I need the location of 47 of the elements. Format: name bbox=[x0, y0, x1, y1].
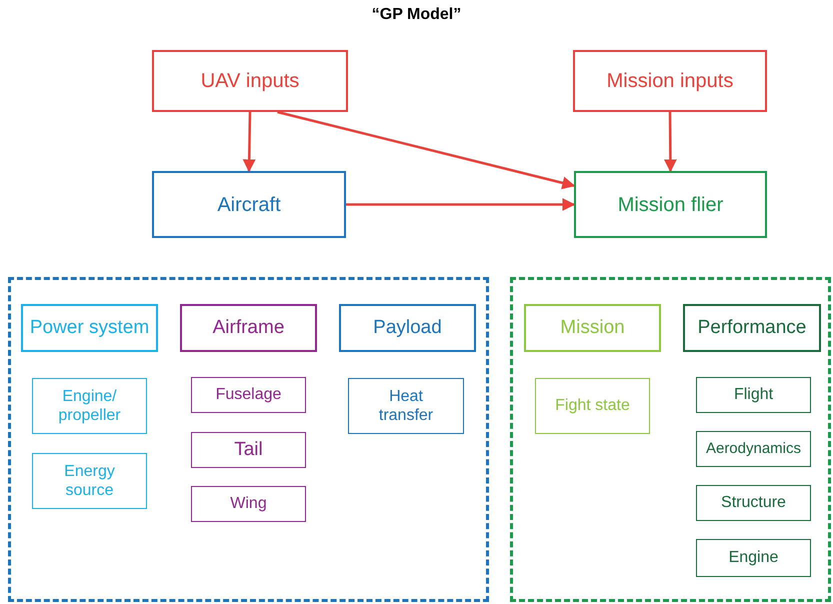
component-box bbox=[696, 377, 811, 413]
category-box bbox=[180, 304, 317, 352]
arrow bbox=[277, 110, 576, 190]
category-box bbox=[21, 304, 158, 352]
node-label: Performance bbox=[698, 316, 806, 340]
node-label: Engine/ propeller bbox=[57, 386, 122, 426]
category-box bbox=[573, 50, 767, 112]
node-label: Payload bbox=[373, 316, 442, 340]
component-box bbox=[32, 453, 147, 509]
category-box bbox=[339, 304, 476, 352]
component-box bbox=[696, 431, 811, 467]
category-box bbox=[524, 304, 661, 352]
category-box bbox=[152, 171, 346, 238]
arrow bbox=[242, 112, 256, 172]
category-box bbox=[191, 432, 306, 468]
node-label: Mission inputs bbox=[606, 69, 734, 93]
diagram-title: “GP Model” bbox=[370, 6, 462, 24]
category-box bbox=[683, 304, 821, 352]
component-box bbox=[696, 539, 811, 577]
arrow bbox=[664, 112, 677, 172]
group-frame bbox=[8, 277, 489, 602]
node-label: Structure bbox=[721, 493, 786, 513]
node-label: Aerodynamics bbox=[706, 440, 802, 458]
node-label: Power system bbox=[30, 316, 150, 340]
node-label: Flight bbox=[734, 385, 774, 405]
category-box bbox=[574, 171, 767, 238]
component-box bbox=[191, 486, 306, 522]
node-label: Engine bbox=[728, 548, 778, 568]
component-box bbox=[191, 377, 306, 413]
node-label: Fuselage bbox=[216, 385, 282, 405]
node-label: Mission flier bbox=[618, 192, 724, 216]
group-frame bbox=[510, 277, 831, 602]
component-box bbox=[696, 485, 811, 521]
component-box bbox=[32, 378, 147, 434]
node-label: Tail bbox=[234, 438, 263, 462]
node-label: Energy source bbox=[63, 462, 116, 500]
node-label: Airframe bbox=[212, 316, 284, 340]
node-label: Wing bbox=[230, 494, 267, 514]
node-label: Mission bbox=[560, 316, 625, 340]
component-box bbox=[348, 378, 464, 434]
node-label: Aircraft bbox=[217, 192, 281, 216]
component-box bbox=[535, 378, 650, 434]
node-label: UAV inputs bbox=[200, 69, 300, 93]
arrow bbox=[346, 198, 576, 211]
node-label: Fight state bbox=[555, 396, 630, 416]
node-label: Heat transfer bbox=[378, 386, 434, 426]
category-box bbox=[152, 50, 348, 112]
